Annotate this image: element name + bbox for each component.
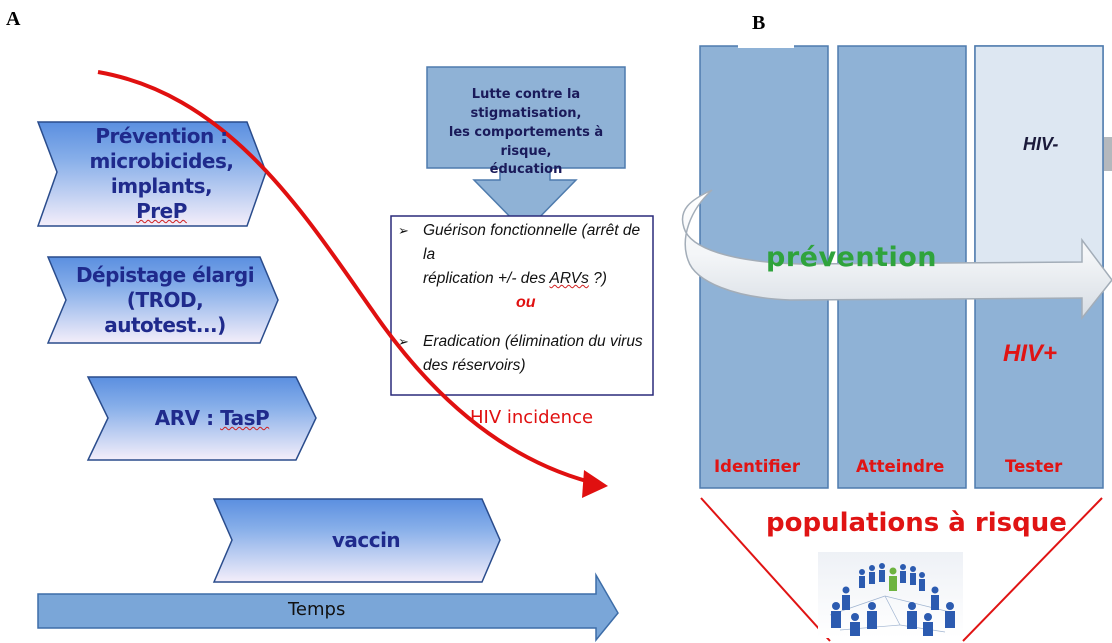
chevron-vaccin-label: vaccin <box>331 528 401 552</box>
chevron-prevention-label: Prévention : microbicides, implants, Pre… <box>57 124 266 224</box>
bullet-arrow-icon: ➢ <box>398 223 409 238</box>
chevron-arv-label: ARV : TasP <box>108 379 316 458</box>
incidence-arrowhead <box>582 470 608 498</box>
panel-a-letter: A <box>6 8 21 30</box>
cure-item-functional-line2: réplication +/- des ARVs ?) <box>423 267 651 291</box>
populations-label: populations à risque <box>766 508 1067 538</box>
chevron-arv <box>86 376 317 461</box>
callout-line3: éducation <box>489 162 563 178</box>
callout-line1: Lutte contre la stigmatisation, <box>470 87 582 121</box>
prevention-label: prévention <box>766 242 938 273</box>
or-label: ou <box>516 294 536 311</box>
cure-item-functional-arvs: ARVs <box>549 270 589 288</box>
callout-line2: les comportements à risque, <box>448 124 604 159</box>
funnel-line-left <box>700 497 831 642</box>
column-label-tester: Tester <box>1005 457 1063 476</box>
cure-item-functional-line1: Guérison fonctionnelle (arrêt de la <box>423 222 641 264</box>
cure-item-functional-pre: réplication +/- des <box>423 270 550 288</box>
incidence-curve <box>97 70 591 484</box>
hiv-negative-box <box>974 45 1104 269</box>
chevron-prevention <box>36 121 267 227</box>
column-label-atteindre: Atteindre <box>856 457 945 476</box>
bullet-arrow-icon: ➢ <box>398 334 409 349</box>
chevron-arv-tasp: TasP <box>220 406 270 430</box>
chevron-depistage-line2: autotest...) <box>104 312 226 337</box>
cure-item-eradication-line2: des réservoirs) <box>423 357 526 375</box>
chevron-vaccin <box>212 498 501 583</box>
cure-item-functional-post: ?) <box>588 270 607 288</box>
chevron-prevention-line2: microbicides, implants, <box>89 149 234 198</box>
cure-item-eradication-line1: Eradication (élimination du virus <box>423 333 643 350</box>
hiv-negative-label: HIV- <box>1023 134 1059 154</box>
cure-box <box>390 215 654 396</box>
callout-text: Lutte contre la stigmatisation, les comp… <box>430 86 622 180</box>
funnel-line-right <box>962 497 1103 642</box>
chevron-prevention-line1: Prévention : <box>95 124 228 148</box>
chevron-depistage-line1: Dépistage élargi (TROD, <box>75 262 255 312</box>
chevron-depistage-label: Dépistage élargi (TROD, autotest...) <box>52 259 278 341</box>
cure-item-functional: Guérison fonctionnelle (arrêt de la répl… <box>423 219 651 291</box>
time-label: Temps <box>288 599 346 620</box>
chevron-arv-prefix: ARV : <box>154 406 221 430</box>
cure-item-eradication: Eradication (élimination du virus des ré… <box>423 330 651 378</box>
hiv-positive-label: HIV+ <box>1003 340 1058 367</box>
panel-b-letter: B <box>752 12 766 34</box>
chevron-prevention-line3: PreP <box>136 199 187 223</box>
callout-box <box>426 66 626 234</box>
column-label-identifier: Identifier <box>714 457 800 476</box>
crowd-illustration <box>818 552 963 638</box>
prevention-arrow <box>681 189 1112 321</box>
incidence-label: HIV incidence <box>470 407 594 428</box>
time-arrow <box>37 572 619 643</box>
chevron-depistage <box>46 256 279 344</box>
